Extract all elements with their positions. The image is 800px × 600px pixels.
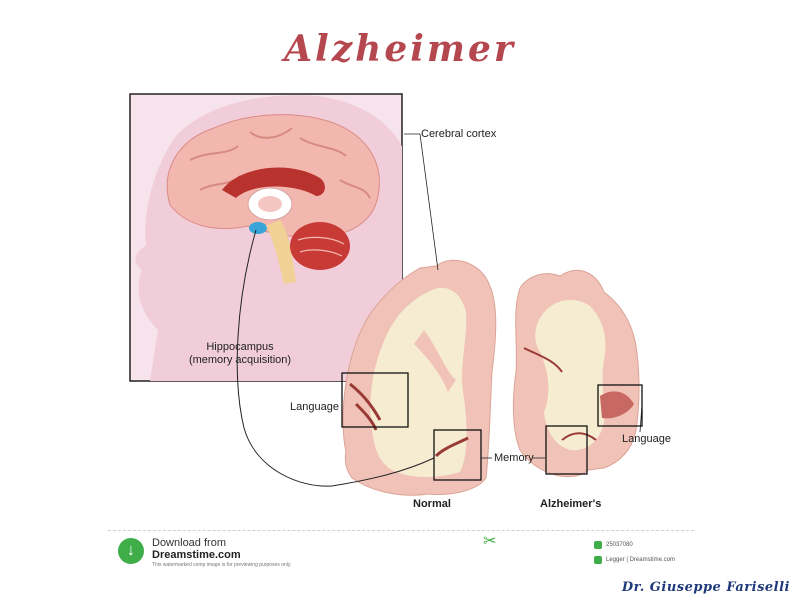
brain-stem — [266, 220, 296, 284]
normal-caption: Normal — [413, 498, 451, 510]
copyright-icon — [594, 556, 602, 564]
normal-memory-box — [433, 429, 482, 481]
download-icon: ↓ — [127, 542, 135, 559]
alz-memory-box — [545, 425, 588, 475]
image-id: 25037080 — [606, 542, 633, 548]
language-label-alzheimers: Language — [622, 433, 671, 445]
head-panel — [129, 93, 403, 382]
author-signature: Dr. Giuseppe Fariselli — [621, 580, 790, 595]
cerebral-cortex-label: Cerebral cortex — [421, 128, 497, 140]
image-credit: Legger | Dreamstime.com — [606, 557, 675, 563]
normal-brain-section — [342, 259, 497, 496]
cortex-leader-line — [404, 133, 439, 271]
alz-language-box — [597, 384, 643, 427]
hippocampus-sublabel: (memory acquisition) — [188, 354, 292, 366]
alzheimers-brain-section — [512, 270, 640, 478]
language-label-normal: Language — [290, 401, 339, 413]
dreamstime-text: Dreamstime.com — [152, 549, 241, 561]
download-from-text: Download from — [152, 537, 226, 549]
cerebellum — [290, 222, 350, 270]
watermark-notice: This watermarked comp image is for previ… — [152, 562, 292, 568]
dreamstime-logo — [118, 538, 144, 564]
scissors-icon: ✂ — [483, 533, 497, 550]
id-badge-icon — [594, 541, 602, 549]
hippocampus-label: Hippocampus — [206, 341, 274, 353]
alzheimers-caption: Alzheimer's — [540, 498, 602, 510]
corpus-callosum — [222, 167, 325, 198]
page-title: Alzheimer — [284, 28, 516, 70]
hippocampus-connector — [236, 229, 435, 487]
hippocampus-marker — [249, 222, 267, 234]
normal-language-box — [341, 372, 409, 428]
footer-divider — [108, 530, 694, 531]
memory-label: Memory — [494, 452, 534, 464]
